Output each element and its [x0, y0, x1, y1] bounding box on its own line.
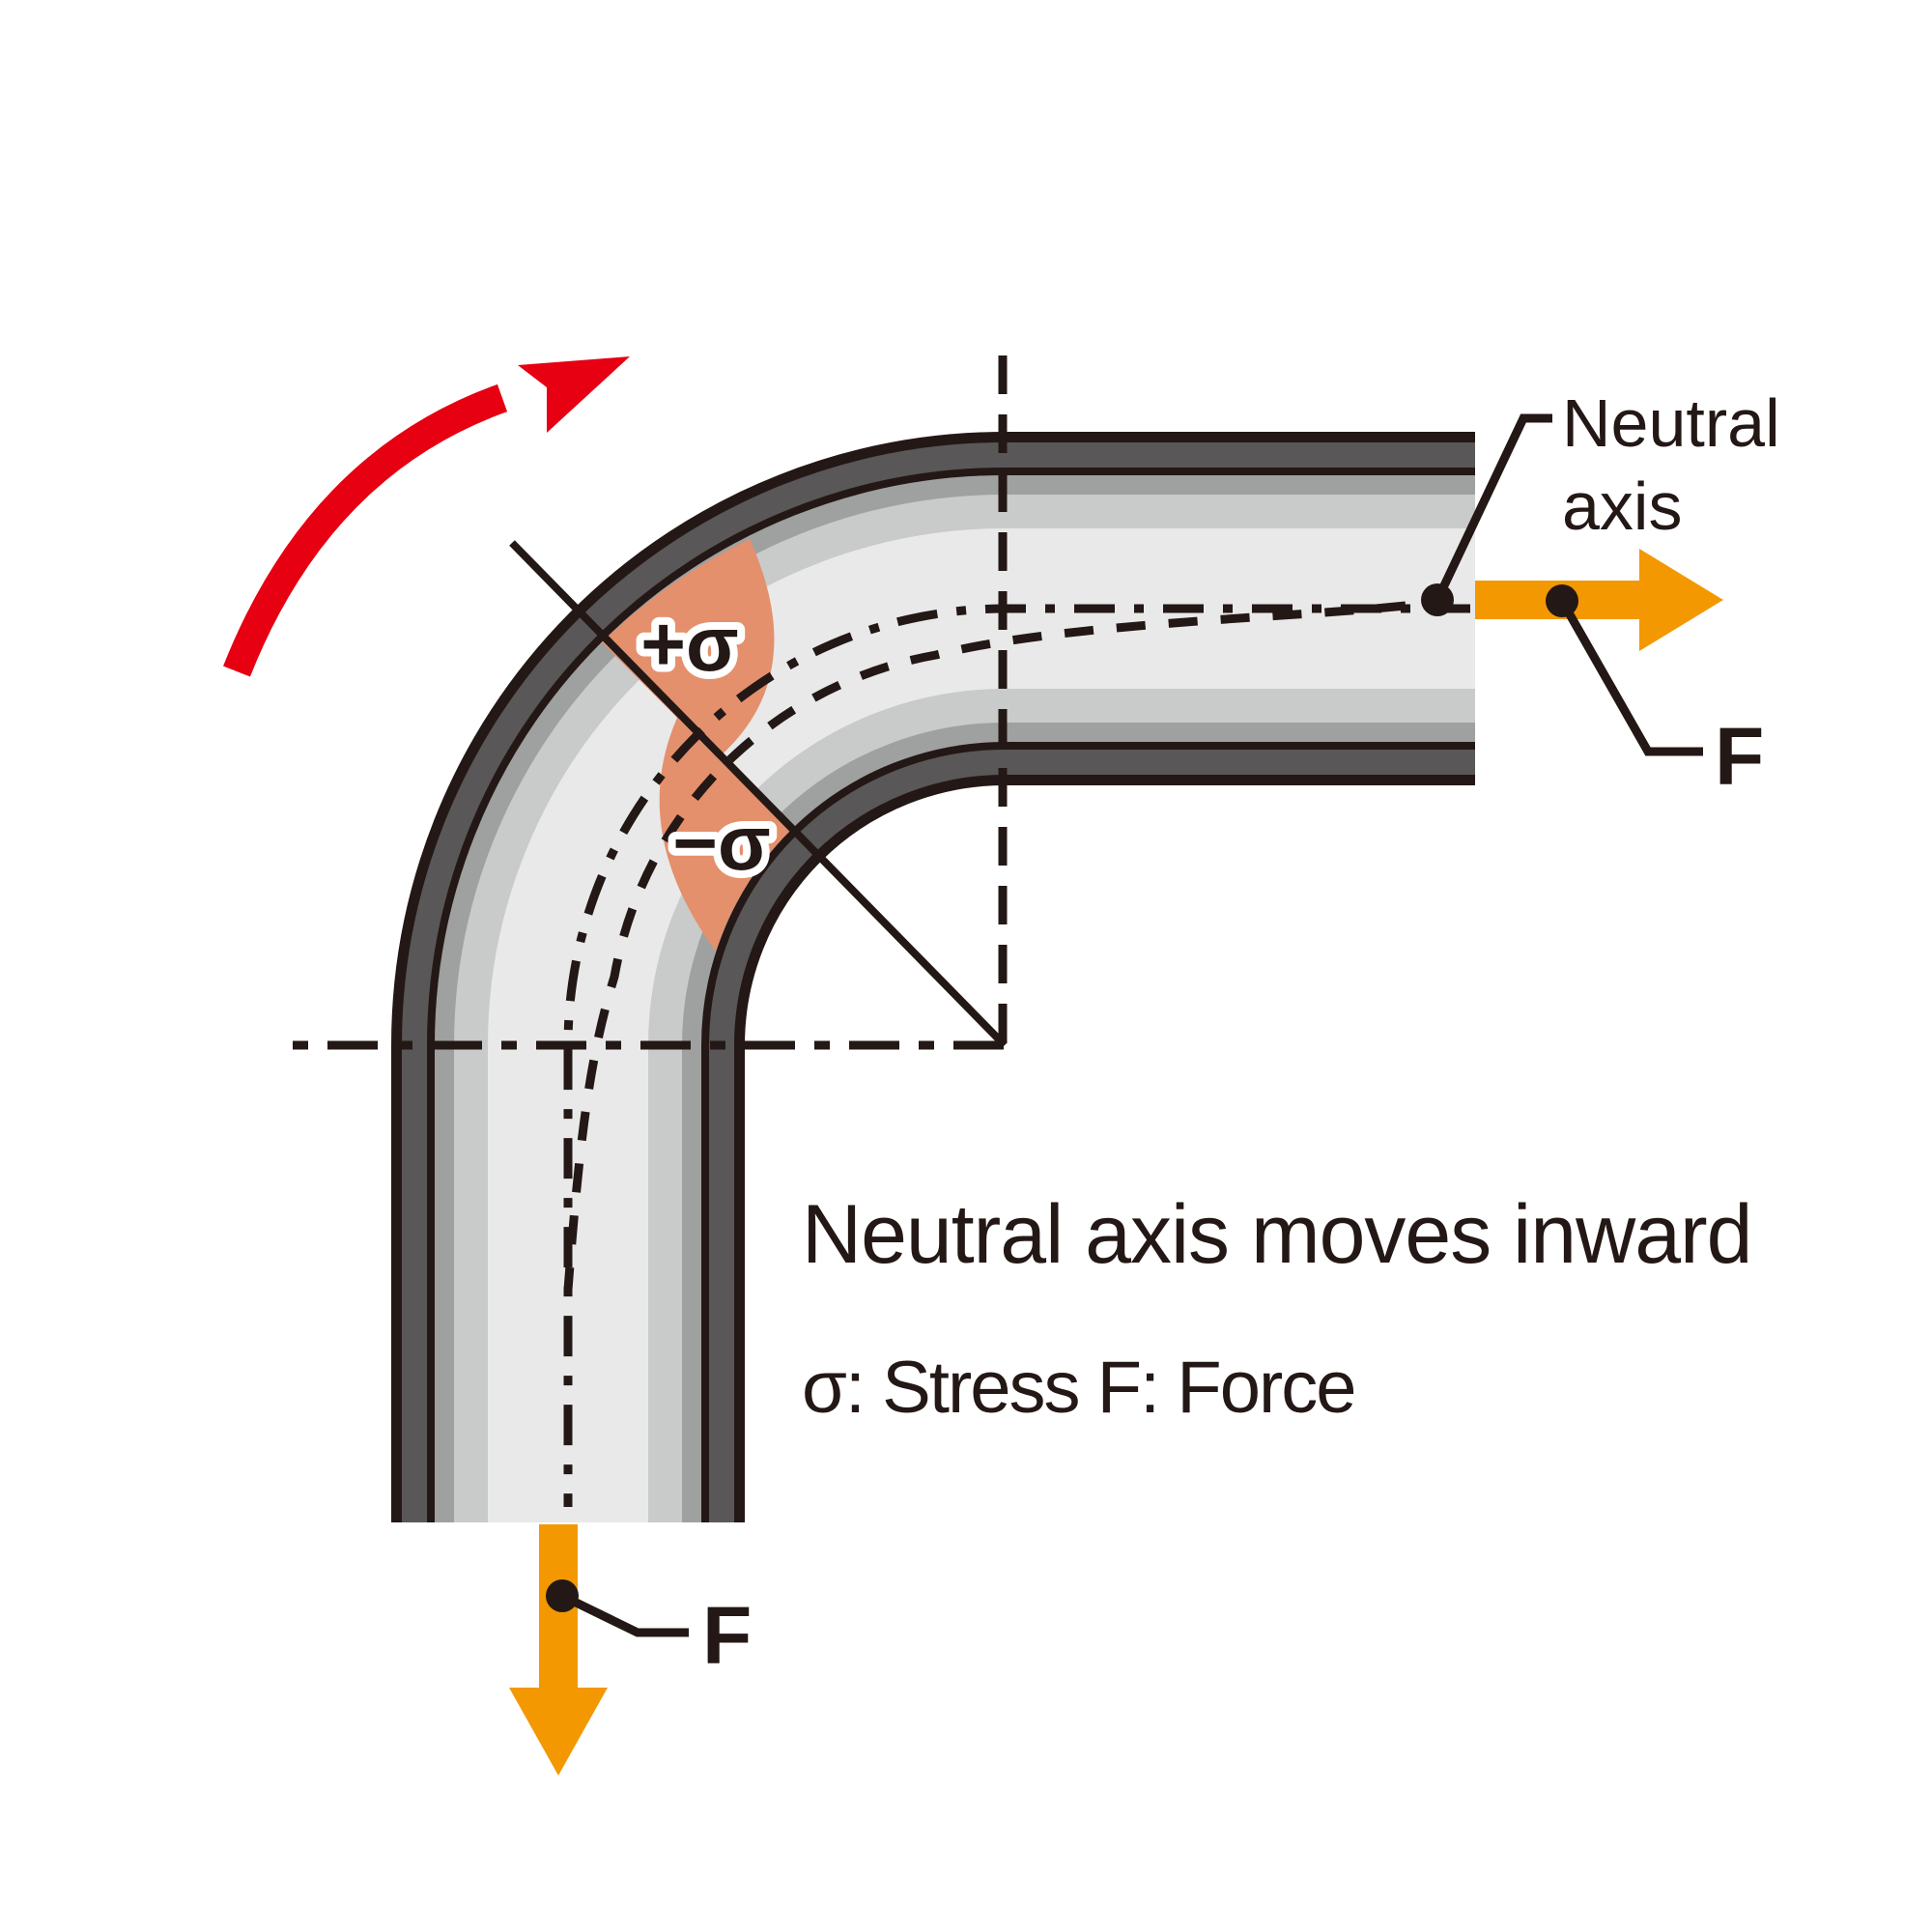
force-bottom-label: F [702, 1590, 752, 1681]
neutral-axis-label-line1: Neutral [1562, 385, 1780, 461]
neutral-axis-label-line2: axis [1562, 469, 1682, 544]
stress-positive-label: +σ [640, 601, 738, 687]
force-arrow-right-head-icon [1639, 549, 1723, 651]
rotation-arrow [223, 356, 630, 677]
caption-headline: Neutral axis moves inward [802, 1188, 1751, 1281]
force-right-leader-line [1558, 598, 1703, 756]
neutral-axis-leader [1421, 413, 1552, 616]
caption-legend: σ: Stress F: Force [802, 1347, 1355, 1429]
force-arrow-down-head-icon [509, 1688, 608, 1776]
stress-negative-label: −σ [672, 800, 770, 886]
stress-region-positive [602, 539, 775, 758]
neutral-axis-leader-line [1433, 413, 1552, 602]
guide-lines [293, 355, 1470, 1507]
shifted-neutral-axis-line [563, 601, 1406, 1291]
force-bottom-leader-line [560, 1591, 689, 1637]
section-line [509, 540, 1008, 1048]
force-right-leader [1546, 584, 1703, 756]
rotation-arrow-shaft [223, 384, 508, 677]
stress-region-negative [659, 718, 790, 952]
force-right-label: F [1715, 711, 1764, 802]
force-bottom-leader [546, 1579, 689, 1637]
neutral-axis-centerline [563, 604, 1470, 1507]
rotation-arrow-head-icon [518, 356, 630, 433]
